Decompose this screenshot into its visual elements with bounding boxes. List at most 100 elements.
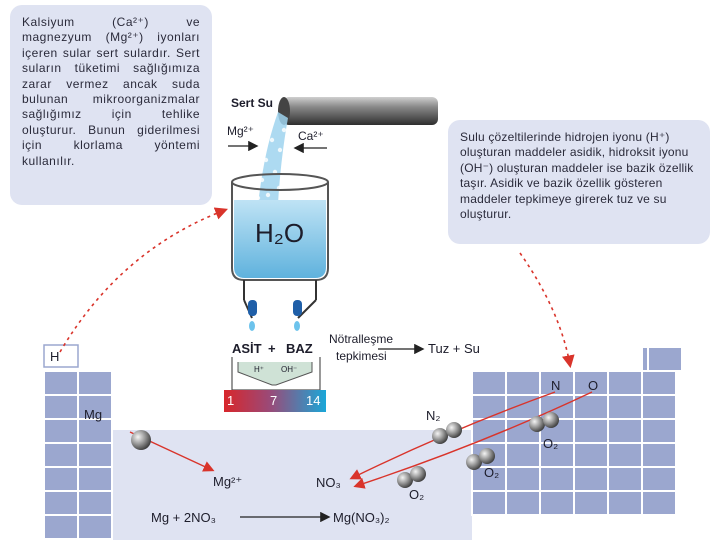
cell-p-row2 <box>607 370 643 396</box>
ph-gradient-bar <box>224 390 326 412</box>
o-symbol: O <box>588 378 599 393</box>
ph-mid-label: 7 <box>270 393 278 408</box>
transition-metals-area <box>112 430 472 540</box>
beaker <box>231 173 329 331</box>
water-stream <box>258 112 288 205</box>
info-box-acid-base: Sulu çözeltilerinde hidrojen iyonu (H⁺) … <box>448 120 710 244</box>
ph-min-label: 1 <box>227 393 235 408</box>
no3-label: NO₃ <box>316 475 341 490</box>
cell-p-row2 <box>641 370 677 396</box>
n2-label: N₂ <box>426 408 441 423</box>
cell-g1 <box>43 466 79 492</box>
mg-atom <box>131 430 151 450</box>
cell-g2 <box>77 466 113 492</box>
cell-p <box>505 490 541 516</box>
cell-p <box>607 418 643 444</box>
cell-g2 <box>77 514 113 540</box>
cell-p-row2 <box>505 370 541 396</box>
cell-p <box>573 466 609 492</box>
h-ion-label: H⁺ <box>254 365 264 374</box>
hard-water-pipe <box>278 97 438 125</box>
periodic-cells-left <box>43 370 113 540</box>
o2a-atom-a <box>529 416 545 432</box>
droplet <box>269 137 275 143</box>
product-label: Tuz + Su <box>428 341 480 356</box>
droplet <box>255 195 261 201</box>
info-box-hard-water: Kalsiyum (Ca²⁺) ve magnezyum (Mg²⁺) iyon… <box>10 5 212 205</box>
o2c-atom-b <box>410 466 426 482</box>
o2b-atom-a <box>466 454 482 470</box>
cell-p-row2 <box>573 370 609 396</box>
o-to-no3-arrow <box>353 391 593 489</box>
reaction-type-label: tepkimesi <box>336 349 387 363</box>
droplet <box>263 157 269 163</box>
cell-g1 <box>43 490 79 516</box>
beaker-rim <box>231 173 329 191</box>
cell-p <box>607 442 643 468</box>
mg-ion-product: Mg²⁺ <box>213 474 243 489</box>
water-label: H₂O <box>255 218 305 248</box>
base-label: BAZ <box>286 341 313 356</box>
cell-g1 <box>43 442 79 468</box>
n2-atom-a <box>432 428 448 444</box>
cell-p <box>607 490 643 516</box>
cell-p <box>607 394 643 420</box>
cell-p <box>539 466 575 492</box>
cell-g2 <box>77 442 113 468</box>
cell-p <box>539 490 575 516</box>
cell-he <box>647 346 683 372</box>
o2a-atom-b <box>543 412 559 428</box>
cell-p-row2 <box>471 370 507 396</box>
oh-ion-label: OH⁻ <box>281 365 298 374</box>
cell-g1 <box>43 394 79 420</box>
beaker-glass <box>231 182 329 281</box>
cell-g2 <box>77 370 113 396</box>
cell-p <box>641 442 677 468</box>
valve-left-icon <box>248 300 257 316</box>
periodic-cells-right <box>471 346 683 516</box>
pipe-body <box>283 97 438 125</box>
cell-g1 <box>43 370 79 396</box>
cell-p <box>607 466 643 492</box>
droplet <box>283 159 289 165</box>
n-symbol: N <box>551 378 561 393</box>
cell-g2 <box>77 490 113 516</box>
mg-symbol: Mg <box>84 407 103 422</box>
cell-p <box>471 394 507 420</box>
ph-scale <box>224 357 326 412</box>
cell-p <box>573 418 609 444</box>
o2-label-c: O₂ <box>409 487 425 502</box>
equation-left: Mg + 2NO₃ <box>151 510 216 525</box>
dashed-arrow-left <box>59 207 228 353</box>
cell-p <box>471 490 507 516</box>
cell-p <box>641 466 677 492</box>
o2-label-a: O₂ <box>543 436 559 451</box>
cell-p <box>641 418 677 444</box>
ca-ion-label: Ca²⁺ <box>298 129 324 143</box>
cell-p <box>505 466 541 492</box>
cell-p <box>505 442 541 468</box>
n2-atom-b <box>446 422 462 438</box>
cell-p <box>641 490 677 516</box>
drop-left <box>249 321 255 331</box>
dashed-arrow-right <box>519 252 575 369</box>
drop-right <box>294 321 300 331</box>
cell-g2 <box>77 418 113 444</box>
o2c-atom-a <box>397 472 413 488</box>
plus-label: + <box>268 341 276 356</box>
acid-label: ASİT <box>232 341 262 356</box>
droplet <box>277 147 283 153</box>
neutralization-label: Nötralleşme <box>329 332 394 346</box>
hydrogen-cell <box>43 344 79 368</box>
o2-label-b: O₂ <box>484 465 500 480</box>
beaker-water <box>234 200 326 278</box>
cell-p <box>641 394 677 420</box>
droplet <box>281 127 287 133</box>
pipe-label: Sert Su <box>231 96 274 110</box>
droplet <box>265 192 271 198</box>
molecules <box>131 412 559 488</box>
cell-g1 <box>43 514 79 540</box>
droplet <box>259 177 265 183</box>
cell-p <box>573 490 609 516</box>
cell-p <box>573 442 609 468</box>
